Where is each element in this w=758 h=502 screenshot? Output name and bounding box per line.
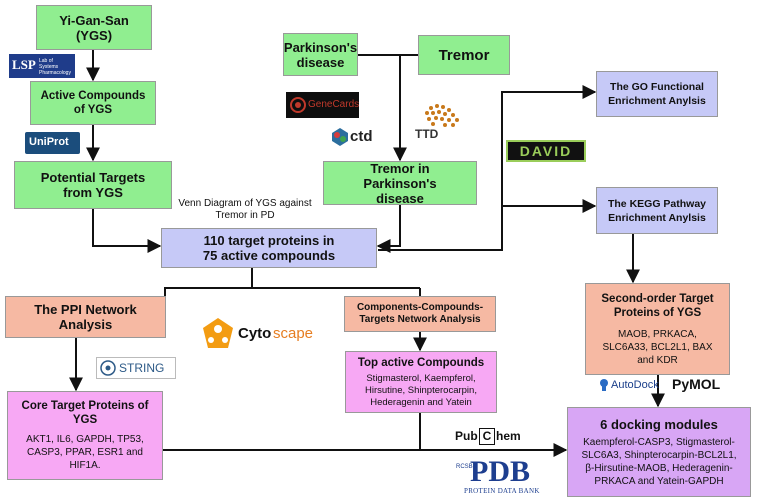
pubchem-logo-text-b: C [479,428,495,445]
ctd-logo: ctd [330,126,380,148]
node-tremor: Tremor [418,35,510,75]
line-targets-to-go [378,85,597,251]
node-active-compounds-label: Active Compounds of YGS [40,90,146,116]
node-potential-targets: Potential Targets from YGS [14,161,172,209]
genecards-icon [290,97,306,113]
ctd-icon [332,128,348,146]
node-top-compounds-title: Top active Compounds [357,356,485,369]
node-tremor-pd: Tremor in Parkinson's disease [323,160,477,206]
node-kegg-label: The KEGG Pathway Enrichment Anylsis [607,197,707,224]
node-top-compounds-list: Stigmasterol, Kaempferol, Hirsutine, Shi… [365,372,477,408]
node-core-targets: Core Target Proteins of YGS AKT1, IL6, G… [7,391,163,480]
node-go-label: The GO Functional Enrichment Anylsis [608,81,706,107]
genecards-logo-text: GeneCards [308,99,360,110]
node-core-list: AKT1, IL6, GAPDH, TP53, CASP3, PPAR, ESR… [26,434,144,471]
david-logo: DAVID [506,140,586,162]
ttd-logo-text: TTD [415,127,439,141]
node-ygs: Yi-Gan-San (YGS) [36,5,152,50]
lsp-logo-subtext: Lab of Systems Pharmacology [39,58,71,76]
node-tremor-label: Tremor [438,46,490,64]
pubchem-logo-text-a: Pub [455,429,478,443]
cytoscape-icon [203,318,233,348]
pdb-logo-text: PDB [470,455,530,488]
pubchem-logo: Pub C hem [455,428,527,446]
line-targets-to-branches [164,267,253,296]
autodock-icon [600,379,608,391]
node-docking-list: Kaempferol-CASP3, Stigmasterol-SLC6A3, S… [581,436,737,487]
node-parkinsons-label: Parkinson's disease [283,39,358,70]
node-target-proteins: 110 target proteins in 75 active compoun… [161,228,377,268]
arrow-potential-to-targets [92,208,162,253]
cytoscape-logo: Cyto scape [200,314,316,354]
string-logo: STRING [96,357,176,379]
node-potential-targets-label: Potential Targets from YGS [40,170,146,200]
node-docking-title: 6 docking modules [600,416,718,432]
genecards-logo: GeneCards [286,92,359,118]
node-top-compounds: Top active Compounds Stigmasterol, Kaemp… [345,351,497,413]
node-tremor-pd-label: Tremor in Parkinson's disease [363,160,437,206]
node-second-order-list: MAOB, PRKACA, SLC6A33, BCL2L1, BAX and K… [602,328,713,366]
david-logo-text: DAVID [519,143,573,159]
node-second-order-title: Second-order Target Proteins of YGS [601,292,714,319]
node-docking: 6 docking modules Kaempferol-CASP3, Stig… [567,407,751,497]
node-parkinsons: Parkinson's disease [283,33,358,76]
node-core-title: Core Target Proteins of YGS [21,400,149,426]
node-ppi-label: The PPI Network Analysis [34,302,137,332]
node-second-order: Second-order Target Proteins of YGS MAOB… [585,283,730,375]
pymol-logo: PyMOL [672,376,732,394]
node-ppi: The PPI Network Analysis [5,296,166,338]
cytoscape-logo-text-b: scape [273,325,314,342]
pdb-rcsb-text: RCSB [456,464,473,470]
node-ygs-label: Yi-Gan-San (YGS) [59,12,129,43]
ctd-logo-text: ctd [350,128,373,145]
string-icon [100,360,116,376]
node-network-analysis: Components-Compounds-Targets Network Ana… [344,296,496,332]
pymol-logo-text: PyMOL [672,376,721,392]
pdb-sub-text: PROTEIN DATA BANK [464,487,540,495]
pubchem-logo-text-c: hem [496,429,521,443]
ttd-logo: TTD [411,102,467,142]
string-logo-text: STRING [119,361,165,375]
lsp-logo: LSP Lab of Systems Pharmacology [9,54,75,78]
pdb-logo: RCSB PDB PROTEIN DATA BANK [456,455,552,497]
autodock-logo-text: AutoDock [611,379,659,391]
cytoscape-logo-text-a: Cyto [238,325,272,342]
autodock-logo: AutoDock [598,377,660,395]
node-kegg: The KEGG Pathway Enrichment Anylsis [596,187,718,234]
uniprot-logo: UniProt [25,132,80,154]
node-network-analysis-label: Components-Compounds-Targets Network Ana… [356,302,484,325]
arrow-tremor-pd-to-targets [376,205,401,253]
lsp-logo-text: LSP [12,57,36,72]
venn-label: Venn Diagram of YGS against Tremor in PD [178,198,312,221]
uniprot-logo-text: UniProt [29,136,69,148]
node-go: The GO Functional Enrichment Anylsis [596,71,718,117]
ttd-dots-icon [425,104,459,127]
node-target-proteins-label: 110 target proteins in 75 active compoun… [202,233,336,263]
node-active-compounds: Active Compounds of YGS [30,81,156,125]
